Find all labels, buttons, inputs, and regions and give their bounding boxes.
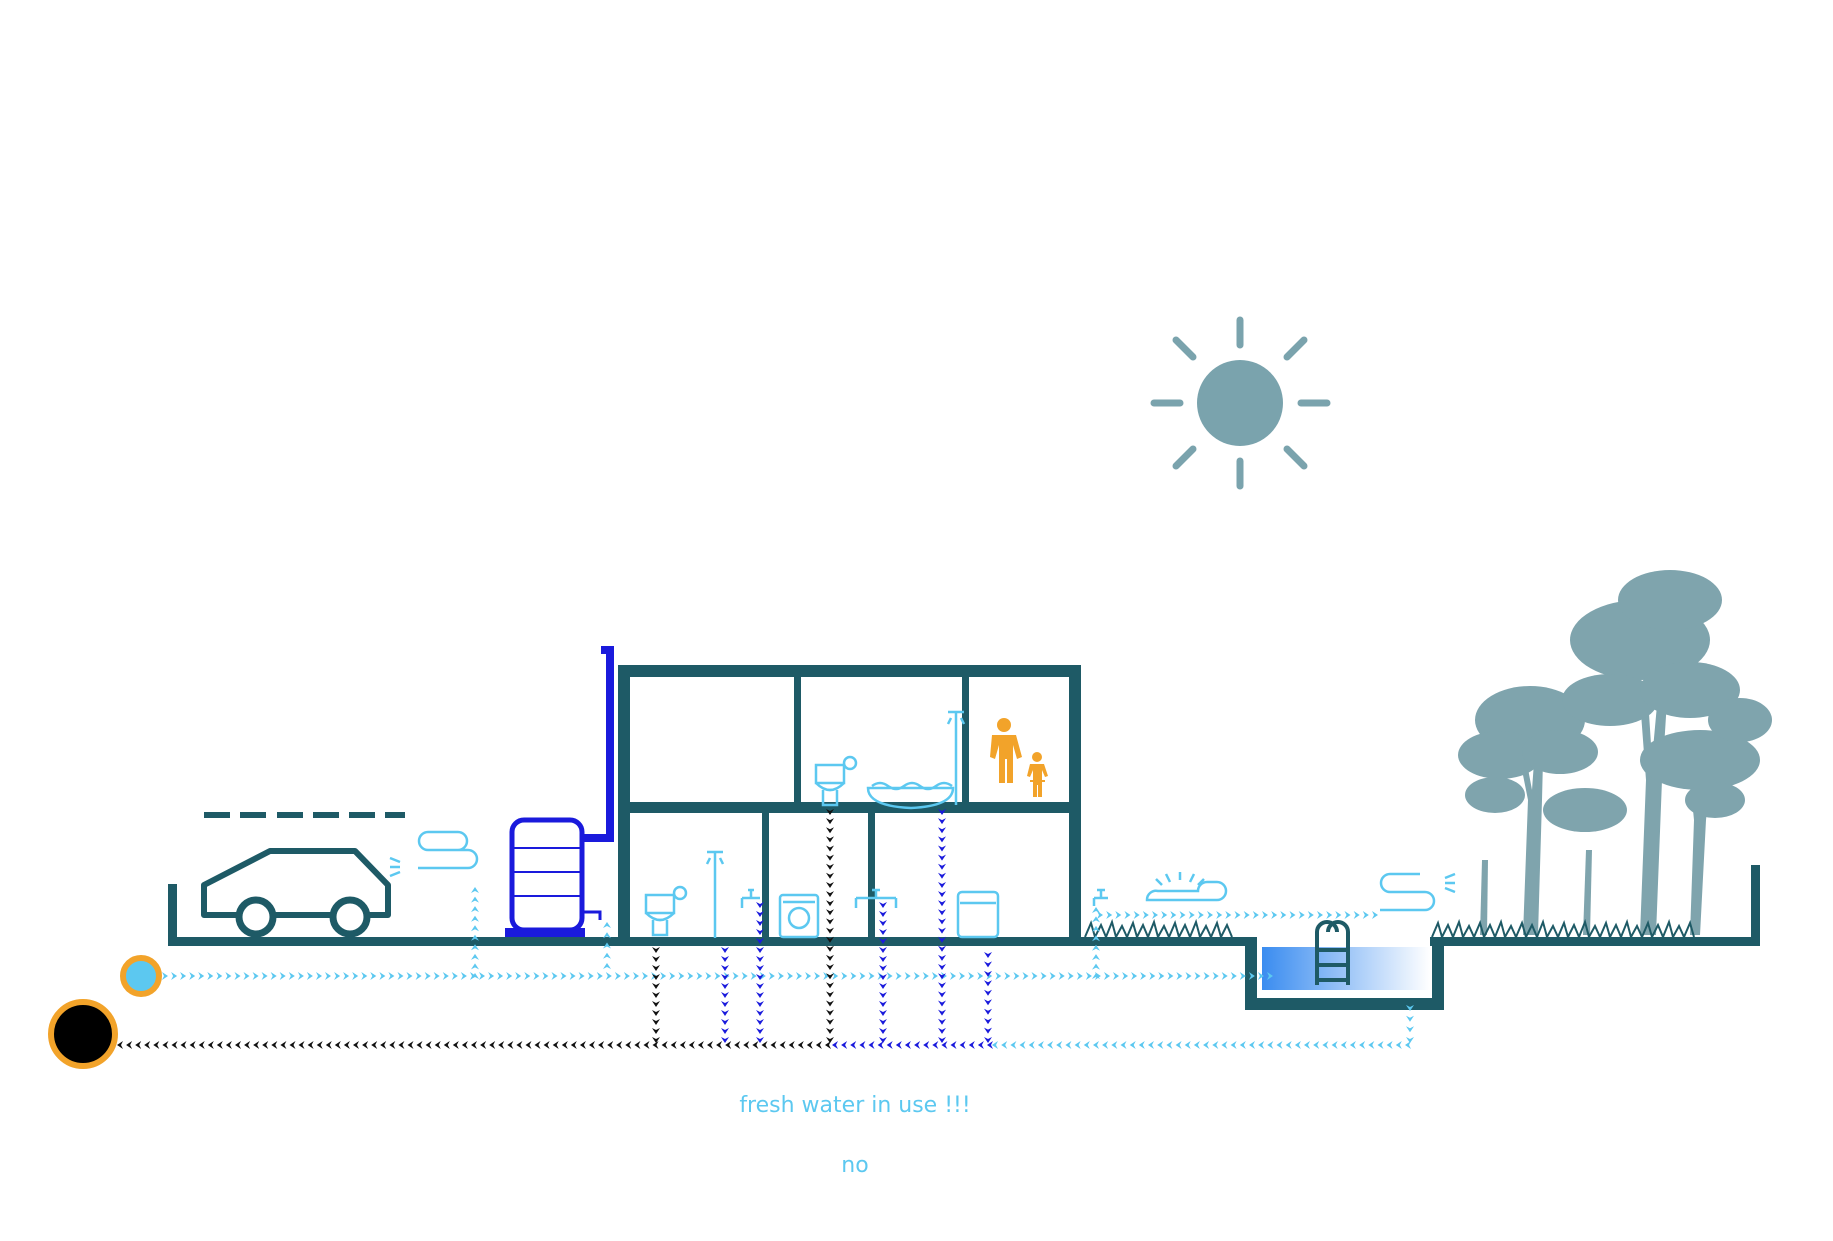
child-icon [1027,752,1048,797]
caption-answer: no [841,1153,869,1178]
garden-hose-icon [389,830,479,878]
dishwasher-icon [956,890,1000,939]
rainwater-drop-flow [938,809,946,1043]
tree-icon [1458,570,1772,935]
sprinkler-icon [1145,872,1228,902]
fresh-water-riser-hose [471,887,479,979]
shower-icon [705,850,725,938]
toilet-icon [814,755,858,807]
pipe-flows [117,809,1414,1049]
house [618,665,1081,945]
fresh-water-riser-tank [603,922,611,969]
tap-icon [854,888,898,908]
ground-line [168,865,1760,946]
rainwater-tank-icon [505,817,602,937]
black-water-sewer-flow [117,1041,831,1049]
sewer-outlet-icon [48,999,118,1069]
fresh-water-riser-outdoor [1092,907,1100,979]
adult-icon [990,718,1022,783]
black-water-drop-flow [826,809,834,1043]
grass [1084,918,1695,940]
shower-icon [946,710,966,805]
pool-ladder-icon [1315,920,1350,985]
car-icon [201,812,405,938]
fresh-water-garden-flow [1097,911,1378,919]
black-water-drop-flow [652,947,660,1043]
fresh-water-main-flow [162,972,1273,980]
pool-return-flow [992,1041,1411,1049]
bathtub-icon [866,781,955,810]
rainwater-drop-flow [756,902,764,1043]
rainwater-drop-flow [984,952,992,1043]
outdoor-tap-icon [1092,888,1108,906]
washing-machine-icon [778,893,820,939]
pool-drain-flow [1406,1005,1414,1043]
sun-icon [1150,316,1331,490]
rainwater-drop-flow [721,947,729,1043]
swimming-pool-icon [1245,920,1444,1010]
garden-hose-icon [1379,872,1456,912]
water-main-icon [120,955,162,997]
downpipe [584,646,614,842]
caption-headline: fresh water in use !!! [739,1093,971,1118]
rainwater-drop-flow [879,902,887,1043]
rainwater-drain-flow [832,1041,993,1049]
toilet-icon [644,885,688,937]
tap-icon [740,888,760,908]
